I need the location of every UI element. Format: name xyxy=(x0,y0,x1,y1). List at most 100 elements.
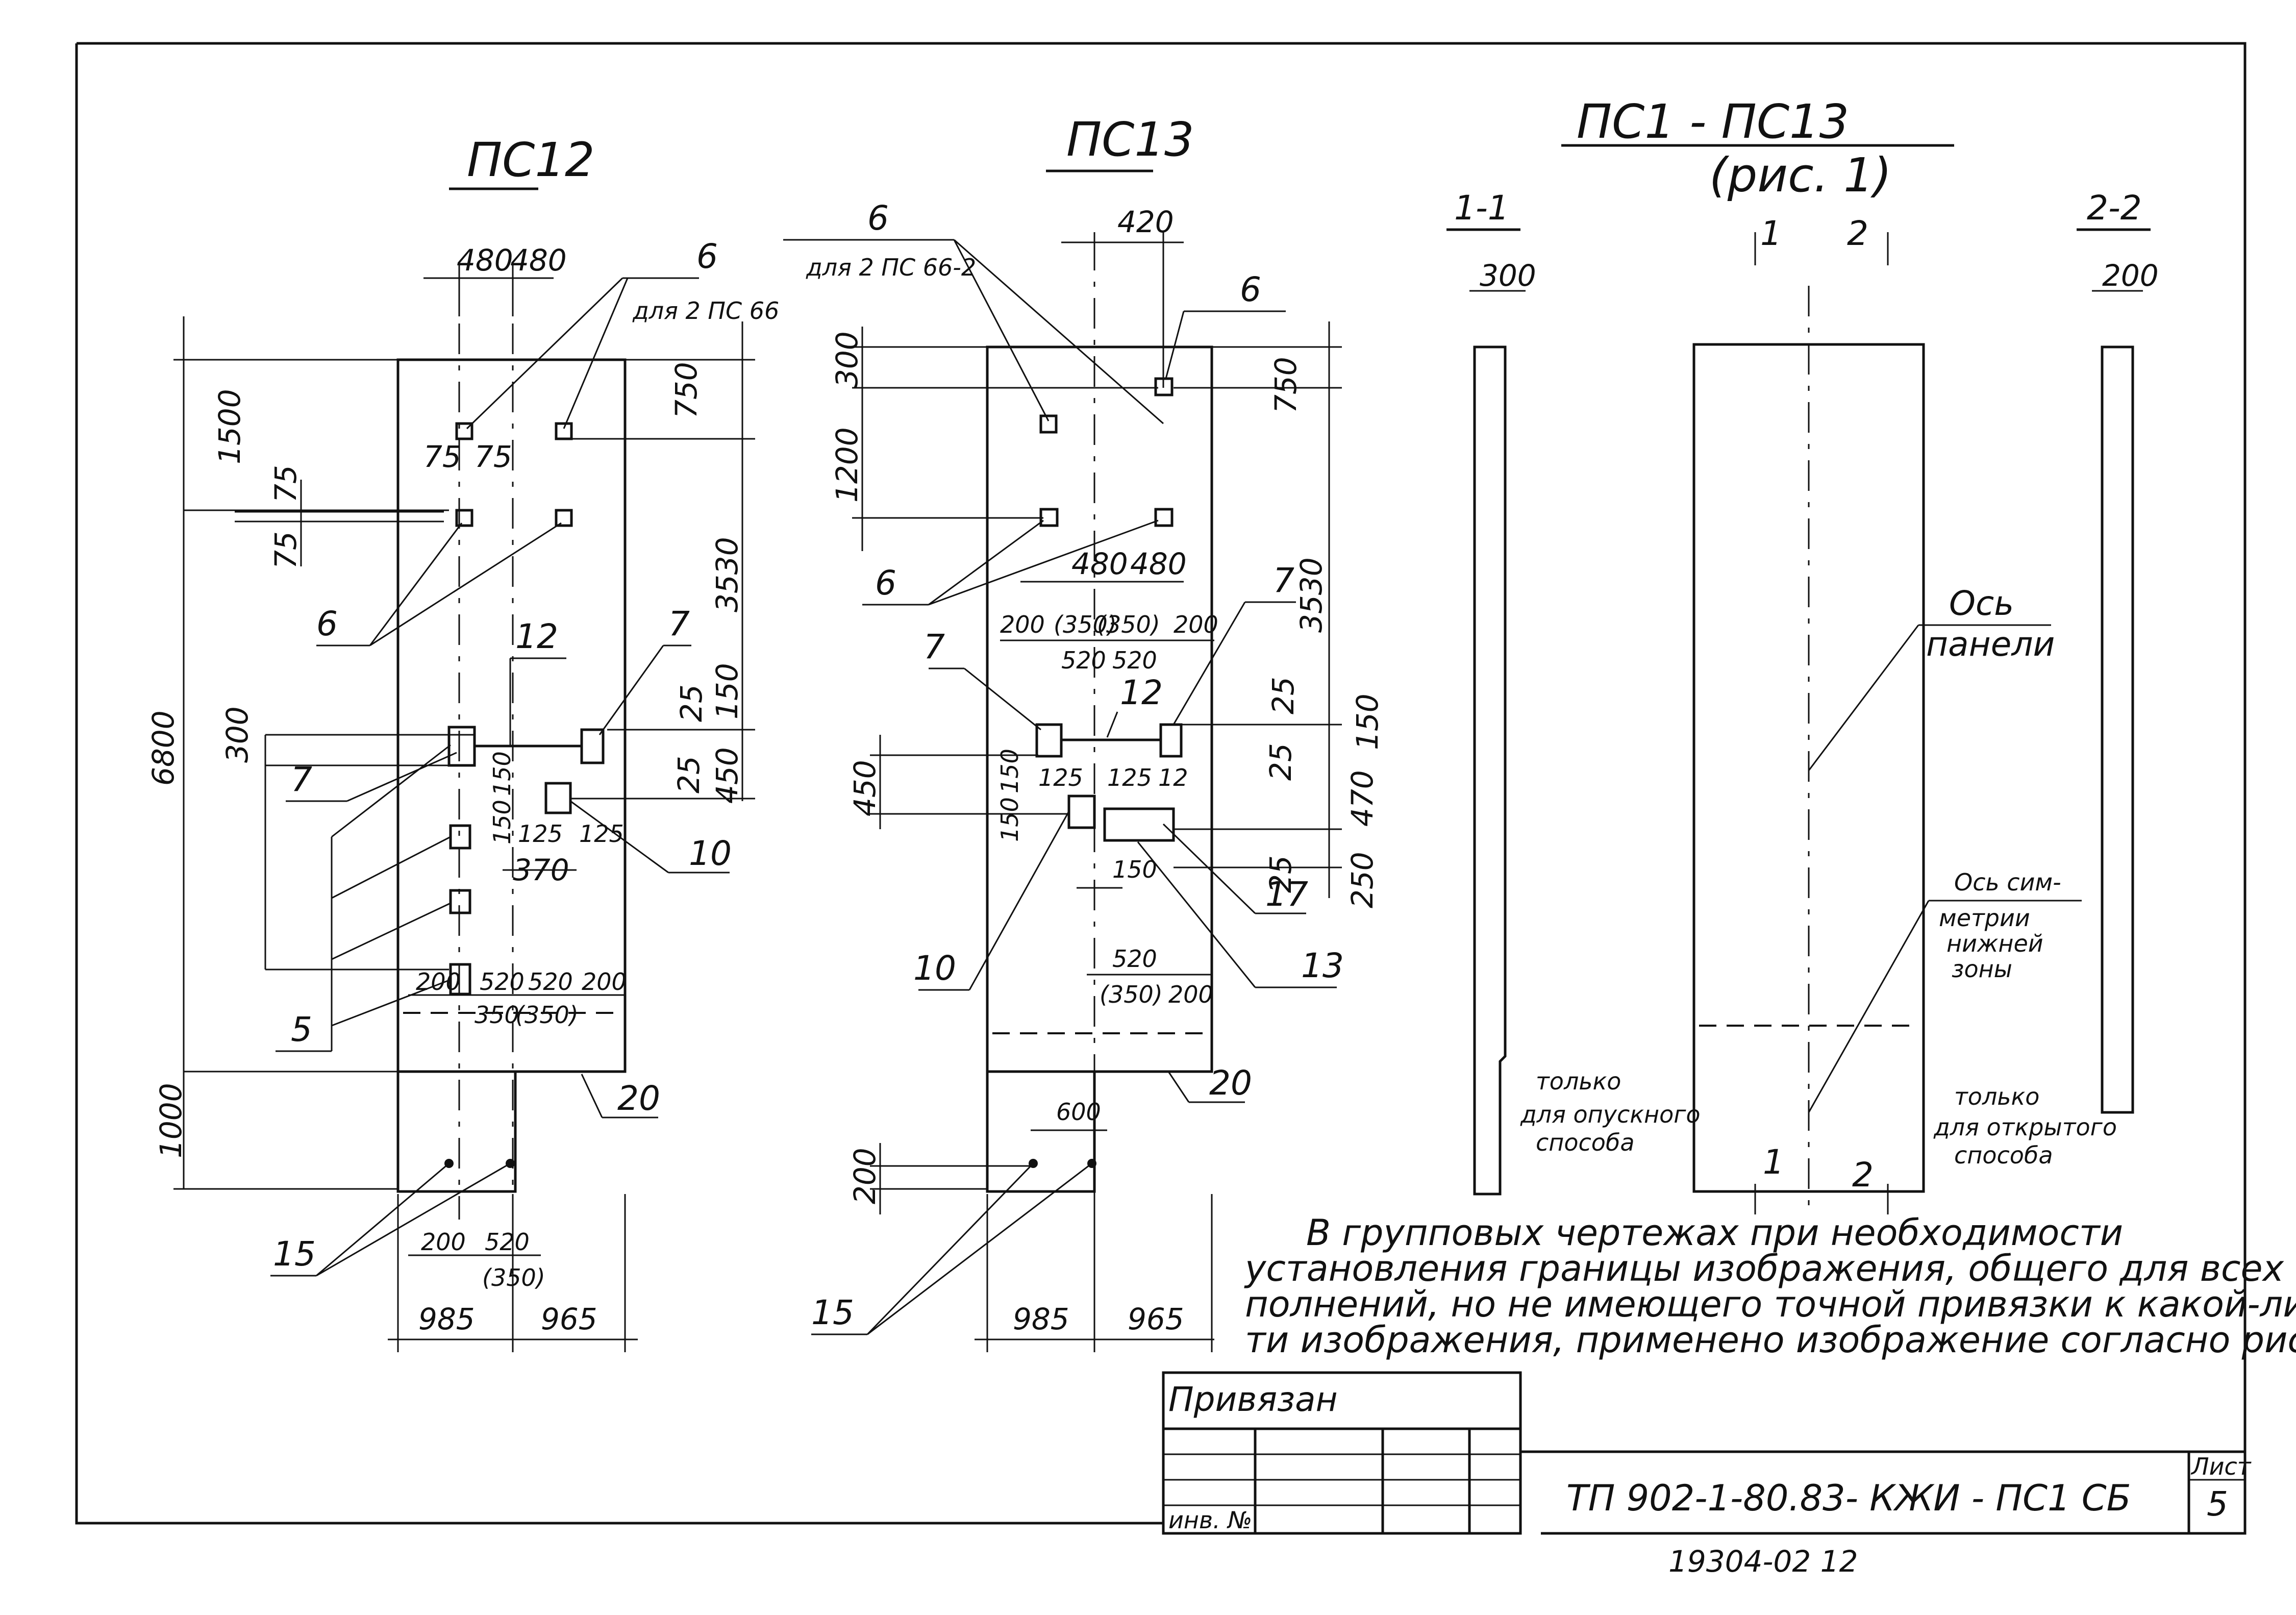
note-line-3: полнений, но не имеющего точной привязки… xyxy=(1245,1283,2296,1325)
dim-480-right: 480 xyxy=(510,243,567,278)
inv-no-label: инв. № xyxy=(1168,1506,1252,1534)
dim-600: 600 xyxy=(1056,1098,1101,1126)
dim-750-r: 750 xyxy=(1268,357,1303,413)
dim-75-emb-b: 75 xyxy=(475,439,512,474)
dim-200-ma: 200 xyxy=(1000,611,1045,638)
dim-985: 985 xyxy=(418,1302,475,1336)
dim-25a: 25 xyxy=(674,684,709,722)
callout-12-13: 12 xyxy=(1120,673,1163,712)
section-2-2-note-3: способа xyxy=(1954,1141,2053,1169)
dim-200-b13: 200 xyxy=(1168,981,1213,1008)
dim-1500: 1500 xyxy=(212,389,247,464)
dim-250: 250 xyxy=(1345,852,1380,908)
axis-sym-4: зоны xyxy=(1952,955,2012,983)
stamp-number: 19304-02 12 xyxy=(1668,1544,1858,1579)
section-2-2-label: 2-2 xyxy=(2087,188,2142,228)
note-line-1: В групповых чертежах при необходимости xyxy=(1306,1212,2123,1254)
section-2-2-dim: 200 xyxy=(2102,258,2159,293)
axis-panel-2: панели xyxy=(1926,625,2055,664)
document-code: ТП 902-1-80.83- КЖИ - ПС1 СБ xyxy=(1566,1477,2131,1519)
dim-1000: 1000 xyxy=(154,1083,188,1158)
mark-1-top: 1 xyxy=(1760,214,1782,253)
dim-350-mb: (350) xyxy=(1097,611,1160,638)
callout-20: 20 xyxy=(617,1079,660,1118)
dim-200-l: 200 xyxy=(847,1148,882,1204)
callout-12: 12 xyxy=(515,617,558,656)
callout-6-top: 6 xyxy=(696,237,718,276)
callout-6-right-13: 6 xyxy=(1240,270,1261,309)
dim-200-right: 200 xyxy=(582,968,627,996)
dim-520-a: 520 xyxy=(480,968,525,996)
dim-450-l: 450 xyxy=(847,760,882,816)
dim-350-a: 350 xyxy=(475,1001,519,1029)
callout-10-13: 10 xyxy=(913,949,956,988)
axis-sym-1: Ось сим- xyxy=(1954,868,2061,896)
dim-200-bot: 200 xyxy=(421,1228,466,1256)
callout-6-left: 6 xyxy=(316,604,338,643)
general-note: В групповых чертежах при необходимости у… xyxy=(1244,1212,2296,1361)
dim-150-lb: 150 xyxy=(996,797,1024,842)
dim-350-b: (350) xyxy=(515,1001,579,1029)
view-pc12: ПС12 480 480 1500 6800 xyxy=(146,133,779,1352)
callout-7-right-13: 7 xyxy=(1273,561,1294,600)
section-2-2-note-2: для открытого xyxy=(1933,1113,2117,1141)
dim-150: 150 xyxy=(710,663,744,719)
dim-965: 965 xyxy=(541,1302,597,1336)
dim-480-a: 480 xyxy=(1071,546,1128,581)
dim-520-ma: 520 xyxy=(1061,647,1106,674)
view-sections: ПС1 - ПС13 (рис. 1) 1-1 300 только для о… xyxy=(1446,94,2159,1214)
dim-25-rb: 25 xyxy=(1263,743,1298,781)
dim-75-upper: 75 xyxy=(268,465,303,503)
dim-6800: 6800 xyxy=(146,710,181,786)
dim-350-bot: (350) xyxy=(482,1264,545,1291)
pc12-title: ПС12 xyxy=(467,133,594,187)
callout-7-left-13: 7 xyxy=(924,627,945,666)
section-1-1-note-2: для опускного xyxy=(1520,1101,1701,1128)
sheet-frame xyxy=(75,42,2247,1535)
section-2-2-note-1: только xyxy=(1954,1083,2039,1110)
sections-title: ПС1 - ПС13 xyxy=(1577,94,1849,149)
note-line-4: ти изображения, применено изображение со… xyxy=(1245,1319,2296,1361)
dim-965-13: 965 xyxy=(1128,1302,1184,1336)
section-1-1-dim: 300 xyxy=(1480,258,1536,293)
dim-200-left: 200 xyxy=(416,968,461,996)
sections-subtitle: (рис. 1) xyxy=(1709,148,1892,203)
dim-370: 370 xyxy=(513,853,569,887)
dim-3530: 3530 xyxy=(710,537,744,612)
dim-125: 125 xyxy=(518,820,563,848)
callout-7-left: 7 xyxy=(291,760,312,799)
dim-150-r: 150 xyxy=(1350,693,1385,750)
pc13-title: ПС13 xyxy=(1066,112,1194,167)
dim-25-rc: 25 xyxy=(1263,855,1298,893)
mark-2-top: 2 xyxy=(1847,214,1868,253)
dim-350-b13: (350) xyxy=(1100,981,1163,1008)
dim-350-ma: (350) xyxy=(1054,611,1117,638)
section-1-1-label: 1-1 xyxy=(1454,188,1509,228)
mark-1-bot: 1 xyxy=(1763,1142,1784,1182)
dim-3530-r: 3530 xyxy=(1294,557,1329,633)
dim-750: 750 xyxy=(669,362,704,418)
dim-75-emb-a: 75 xyxy=(423,439,461,474)
section-1-1-note-3: способа xyxy=(1536,1129,1635,1156)
sheet-number: 5 xyxy=(2207,1484,2228,1524)
callout-6-left-13: 6 xyxy=(875,563,896,603)
callout-6-note-13: для 2 ПС 66-2 xyxy=(806,254,976,281)
callout-6-note: для 2 ПС 66 xyxy=(632,297,779,325)
dim-25b: 25 xyxy=(671,756,706,793)
dim-12-m: 12 xyxy=(1158,764,1188,791)
dim-300-l: 300 xyxy=(830,331,864,388)
callout-7-right: 7 xyxy=(668,604,690,643)
dim-150-inner-a: 150 xyxy=(488,751,516,796)
callout-15: 15 xyxy=(273,1234,316,1274)
dim-420: 420 xyxy=(1117,205,1174,239)
callout-5: 5 xyxy=(291,1010,312,1049)
dim-450: 450 xyxy=(710,747,744,804)
dim-75-lower: 75 xyxy=(268,531,303,569)
callout-6-top-13: 6 xyxy=(867,198,889,238)
dim-985-13: 985 xyxy=(1013,1302,1069,1336)
dim-125-ma: 125 xyxy=(1038,764,1083,791)
sheet-label: Лист xyxy=(2190,1453,2252,1480)
dim-300: 300 xyxy=(220,706,255,763)
dim-480-b: 480 xyxy=(1130,546,1187,581)
